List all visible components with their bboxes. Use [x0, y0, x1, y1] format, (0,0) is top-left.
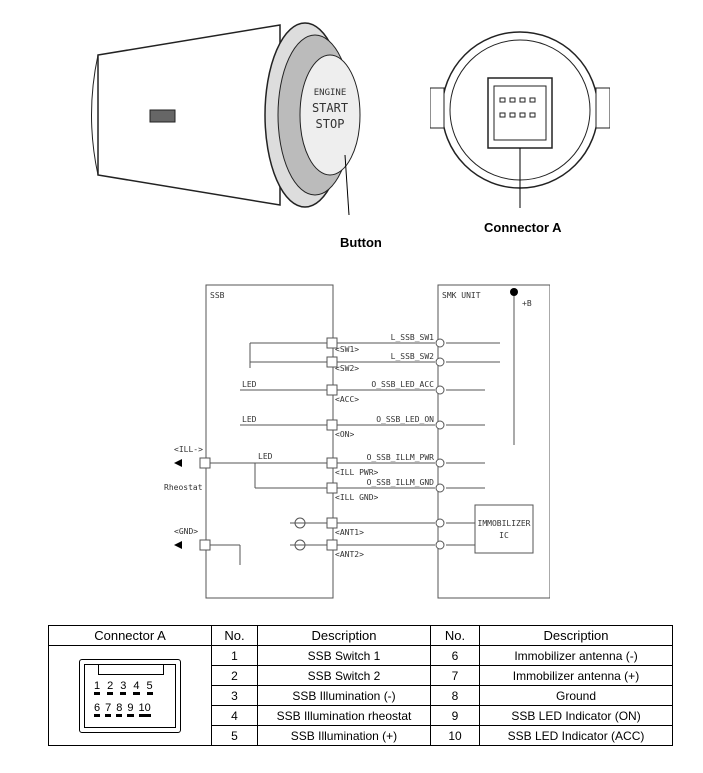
header-no-1: No.	[211, 625, 258, 646]
connector-pin-table: Connector A No. Description No. Descript…	[48, 625, 673, 746]
pin-ant2: <ANT2>	[335, 550, 364, 559]
header-connector: Connector A	[48, 625, 212, 646]
ssb-button-illustration: ENGINE START STOP	[91, 22, 361, 215]
table-row: 4 SSB Illumination rheostat 9 SSB LED In…	[49, 705, 673, 726]
pin-no: 2	[211, 665, 258, 686]
ill-minus-label: <ILL->	[174, 445, 203, 454]
pin-2: 2	[107, 680, 114, 695]
table-row: 1 2 3 4 5 6 7 8 9 10 1 SSB Swit	[48, 645, 673, 746]
pin-no: 7	[430, 665, 480, 686]
table-row: 2 SSB Switch 2 7 Immobilizer antenna (+)	[49, 665, 673, 686]
signal-led-on: O_SSB_LED_ON	[376, 415, 434, 424]
pin-no: 6	[430, 645, 480, 666]
pin-ant1: <ANT1>	[335, 528, 364, 537]
pin-description: SSB LED Indicator (ON)	[479, 705, 673, 726]
immobilizer-label: IMMOBILIZER	[478, 519, 531, 528]
immobilizer-ic-label: IC	[499, 531, 509, 540]
start-text: START	[312, 101, 348, 115]
pin-no: 5	[211, 725, 258, 746]
pin-description: SSB Switch 1	[257, 645, 431, 666]
button-label: Button	[340, 235, 382, 250]
pin-9: 9	[127, 702, 134, 717]
gnd-label: <GND>	[174, 527, 198, 536]
pin-ill-gnd: <ILL GND>	[335, 493, 379, 502]
signal-illm-pwr: O_SSB_ILLM_PWR	[367, 453, 435, 462]
pin-no: 3	[211, 685, 258, 706]
led-acc-label: LED	[242, 380, 257, 389]
connector-a-label: Connector A	[484, 220, 562, 235]
connector-face-diagram: 1 2 3 4 5 6 7 8 9 10	[79, 658, 181, 733]
header-no-2: No.	[430, 625, 480, 646]
led-on-label: LED	[242, 415, 257, 424]
pin-description: Immobilizer antenna (-)	[479, 645, 673, 666]
signal-sw1: L_SSB_SW1	[391, 333, 435, 342]
header-description-2: Description	[479, 625, 673, 646]
pin-8: 8	[116, 702, 123, 717]
signal-illm-gnd: O_SSB_ILLM_GND	[367, 478, 435, 487]
ssb-title: SSB	[210, 291, 225, 300]
led-ill-label: LED	[258, 452, 273, 461]
power-label: +B	[522, 299, 532, 308]
pin-description: SSB Illumination rheostat	[257, 705, 431, 726]
pin-sw1: <SW1>	[335, 345, 359, 354]
engine-text: ENGINE	[314, 88, 347, 98]
pin-description: SSB LED Indicator (ACC)	[479, 725, 673, 746]
pin-on: <ON>	[335, 430, 354, 439]
table-row: 5 SSB Illumination (+) 10 SSB LED Indica…	[49, 725, 673, 746]
pin-1: 1	[94, 680, 101, 695]
pin-3: 3	[120, 680, 127, 695]
pin-acc: <ACC>	[335, 395, 359, 404]
pin-description: Ground	[479, 685, 673, 706]
pins-top-row: 1 2 3 4 5	[94, 680, 153, 695]
pin-no: 8	[430, 685, 480, 706]
pin-description: SSB Illumination (-)	[257, 685, 431, 706]
signal-led-acc: O_SSB_LED_ACC	[371, 380, 434, 389]
pins-bottom-row: 6 7 8 9 10	[94, 702, 151, 717]
pin-5: 5	[146, 680, 153, 695]
stop-text: STOP	[316, 117, 345, 131]
connector-face-cell: 1 2 3 4 5 6 7 8 9 10	[48, 645, 212, 746]
pin-description: SSB Illumination (+)	[257, 725, 431, 746]
pin-no: 1	[211, 645, 258, 666]
pin-10: 10	[138, 702, 151, 717]
pin-sw2: <SW2>	[335, 364, 359, 373]
smk-title: SMK UNIT	[442, 291, 481, 300]
pin-description: SSB Switch 2	[257, 665, 431, 686]
header-description-1: Description	[257, 625, 431, 646]
pin-6: 6	[94, 702, 101, 717]
pin-description: Immobilizer antenna (+)	[479, 665, 673, 686]
pin-no: 9	[430, 705, 480, 726]
circuit-schematic: SSB SMK UNIT +B <SW1> <SW2> <ACC> <ON> <…	[164, 284, 550, 599]
rheostat-label: Rheostat	[164, 483, 203, 492]
connector-a-illustration	[430, 31, 610, 208]
pin-4: 4	[133, 680, 140, 695]
signal-sw2: L_SSB_SW2	[391, 352, 435, 361]
pin-no: 10	[430, 725, 480, 746]
pin-ill-pwr: <ILL PWR>	[335, 468, 379, 477]
pin-no: 4	[211, 705, 258, 726]
pin-7: 7	[105, 702, 112, 717]
